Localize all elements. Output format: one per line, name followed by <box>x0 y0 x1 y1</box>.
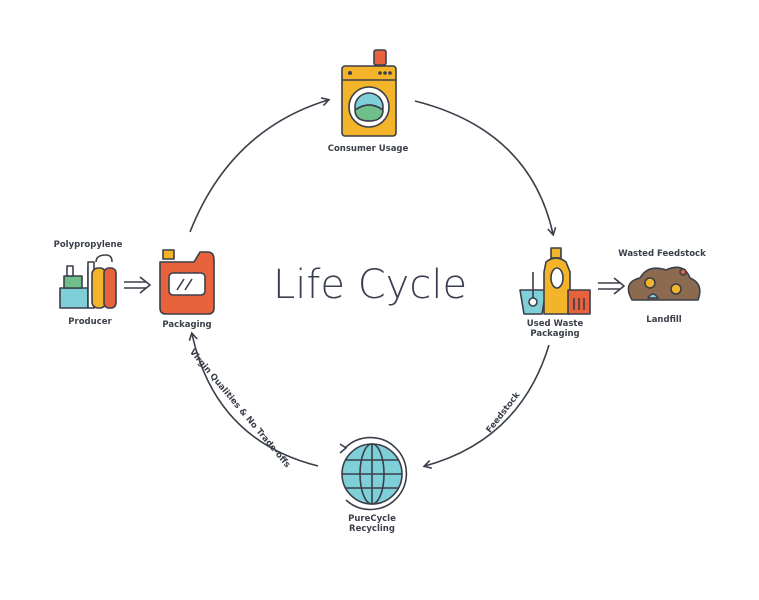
double-arrow-producer-to-packaging <box>124 276 152 294</box>
washing-machine-icon <box>341 49 397 137</box>
recycling-label-1: PureCycle <box>348 514 396 524</box>
edge-label-feedstock: Feedstock <box>484 390 522 435</box>
used-waste-label-1: Used Waste <box>527 319 584 329</box>
consumer-label: Consumer Usage <box>328 144 409 154</box>
producer-top-label: Polypropylene <box>54 240 123 250</box>
arrow-used-to-recycling <box>422 344 550 470</box>
diagram-title: Life Cycle <box>273 262 467 308</box>
factory-icon <box>59 254 117 309</box>
recycling-label-2: Recycling <box>349 524 395 534</box>
producer-label: Producer <box>68 317 112 327</box>
waste-packaging-icon <box>519 247 591 315</box>
double-arrow-used-to-landfill <box>598 277 626 295</box>
packaging-label: Packaging <box>162 320 211 330</box>
globe-recycling-icon <box>339 436 408 511</box>
landfill-label: Landfill <box>646 315 682 325</box>
edge-label-virgin-qualities: Virgin Qualities & No Trade-offs <box>187 348 292 470</box>
arrow-packaging-to-consumer <box>189 97 331 233</box>
arrow-recycling-to-packaging <box>188 331 319 467</box>
landfill-icon <box>627 266 701 301</box>
used-waste-label-2: Packaging <box>530 329 579 339</box>
jerrycan-icon <box>159 249 215 315</box>
arrow-consumer-to-used <box>414 100 557 237</box>
landfill-top-label: Wasted Feedstock <box>618 249 706 259</box>
